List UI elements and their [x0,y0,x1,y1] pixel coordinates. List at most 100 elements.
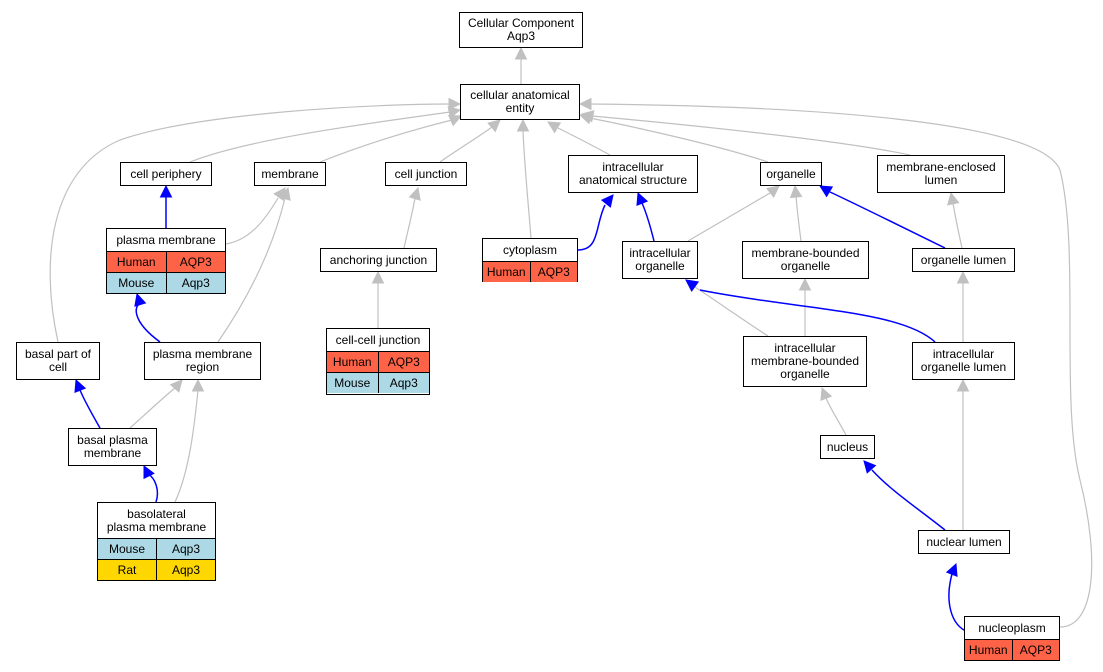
edge-mel-cae-arrowhead [580,110,595,123]
edge-cytoplasm-cae-arrowhead [516,118,530,132]
species-cell: Mouse [108,541,146,556]
edge-bpm-pmr [129,387,176,429]
annotation-row: Rat Aqp3 [98,559,215,580]
node-intracellular-membrane-bounded-organelle[interactable]: intracellular membrane-bounded organelle [743,336,867,387]
node-nucleus[interactable]: nucleus [820,435,875,459]
species-cell: Rat [117,562,137,577]
edge-celljunction-cae [439,126,493,163]
node-label: basal part of cell [24,347,92,374]
edge-iol-ol-arrowhead [956,270,970,284]
edge-nl-iol-arrowhead [956,378,970,392]
edge-cytoplasm-ias-arrowhead [600,194,614,208]
edge-organelle-cae [589,117,769,163]
edge-ias-cae [557,127,611,156]
node-cell-periphery[interactable]: cell periphery [120,162,212,186]
node-label: organelle [766,166,816,181]
node-basolateral-plasma-membrane[interactable]: basolateral plasma membrane Mouse Aqp3 R… [97,502,216,581]
edge-membrane-cae [319,119,453,163]
edge-pm-membrane [225,197,279,245]
edge-aj-celljunction [403,197,416,249]
node-basal-plasma-membrane[interactable]: basal plasma membrane [68,428,157,466]
node-label: intracellular anatomical structure [578,160,688,187]
node-label: Cellular Component Aqp3 [467,16,575,43]
edge-bolpm-bpm-arrowhead [143,464,155,480]
edge-cae-cc-arrowhead [514,46,528,60]
node-label: cytoplasm [502,242,558,257]
edge-basalpart-cae-arrowhead [448,97,462,111]
node-cellular-anatomical-entity[interactable]: cellular anatomical entity [460,84,580,120]
edge-bpm-basalpart [79,389,101,429]
node-cell-junction[interactable]: cell junction [385,162,467,186]
node-plasma-membrane[interactable]: plasma membrane Human AQP3 Mouse Aqp3 [106,228,226,294]
node-organelle-lumen[interactable]: organelle lumen [912,248,1015,272]
node-anchoring-junction[interactable]: anchoring junction [320,248,437,272]
node-plasma-membrane-region[interactable]: plasma membrane region [144,342,261,380]
edge-imbo-io [694,286,769,337]
edge-io-organelle [687,192,771,242]
edge-io-ias [641,202,655,242]
gene-cell: AQP3 [377,352,430,372]
node-nuclear-lumen[interactable]: nuclear lumen [918,530,1010,554]
annotation-row: Mouse Aqp3 [327,372,429,393]
edge-bpm-basalpart-arrowhead [74,378,87,394]
species-cell: Mouse [118,275,155,290]
edge-mbo-organelle [795,195,802,242]
species-cell: Human [332,354,372,369]
gene-cell: Aqp3 [156,539,215,559]
node-cytoplasm[interactable]: cytoplasm Human AQP3 [482,238,578,282]
node-membrane[interactable]: membrane [254,162,326,186]
annotation-row: Human AQP3 [483,261,577,282]
node-label: intracellular organelle lumen [920,347,1007,374]
edge-celljunction-cae-arrowhead [487,119,501,133]
edge-ol-mel-arrowhead [947,191,960,206]
edge-ol-organelle [829,191,946,249]
node-membrane-bounded-organelle[interactable]: membrane-bounded organelle [742,241,869,279]
node-cellular-component[interactable]: Cellular Component Aqp3 [459,12,583,48]
node-label: cell junction [394,166,458,181]
node-intracellular-anatomical-structure[interactable]: intracellular anatomical structure [568,155,698,193]
node-label: membrane-enclosed lumen [886,160,996,187]
edge-bpm-pmr-arrowhead [169,379,183,393]
node-label: intracellular organelle [629,246,691,273]
edge-bolpm-bpm [147,473,159,503]
node-organelle[interactable]: organelle [760,162,822,186]
edge-np-nl-arrowhead [945,562,958,578]
edge-ol-mel [952,202,963,249]
edge-cellperiphery-cae-arrowhead [447,106,462,119]
edge-iol-io [699,289,936,343]
species-cell: Human [968,642,1008,657]
node-label: intracellular membrane-bounded organelle [750,341,860,381]
edge-ias-cae-arrowhead [547,121,562,134]
node-label: cell periphery [130,166,202,181]
edge-bolpm-pmr [174,389,199,503]
edge-membrane-cae-arrowhead [447,114,463,127]
node-label: nucleus [826,439,869,454]
node-label: cell-cell junction [335,332,421,347]
node-membrane-enclosed-lumen[interactable]: membrane-enclosed lumen [877,155,1005,193]
node-label: plasma membrane region [152,347,253,374]
edge-nucleoplasm-cae [589,103,1093,628]
edge-ccj-aj-arrowhead [371,270,385,284]
gene-cell: Aqp3 [156,560,215,580]
node-label: cellular anatomical entity [470,88,570,115]
species-cell: Human [486,264,526,279]
edge-pmr-pm [135,303,161,343]
node-basal-part-of-cell[interactable]: basal part of cell [16,342,100,380]
edge-aj-celljunction-arrowhead [408,186,421,201]
node-nucleoplasm[interactable]: nucleoplasm Human AQP3 [964,616,1060,661]
node-label: membrane-bounded organelle [751,246,860,273]
gene-cell: Aqp3 [377,373,430,393]
node-cell-cell-junction[interactable]: cell-cell junction Human AQP3 Mouse Aqp3 [326,328,430,395]
gene-cell: AQP3 [529,262,578,282]
edge-pmr-membrane [217,197,286,343]
node-intracellular-organelle[interactable]: intracellular organelle [622,241,698,279]
node-label: nucleoplasm [978,620,1046,635]
annotation-row: Human AQP3 [965,639,1059,660]
edge-bolpm-pmr-arrowhead [191,378,205,392]
node-label: nuclear lumen [926,534,1002,549]
node-label: plasma membrane [116,232,216,247]
node-intracellular-organelle-lumen[interactable]: intracellular organelle lumen [912,342,1015,380]
edge-io-organelle-arrowhead [766,185,780,199]
